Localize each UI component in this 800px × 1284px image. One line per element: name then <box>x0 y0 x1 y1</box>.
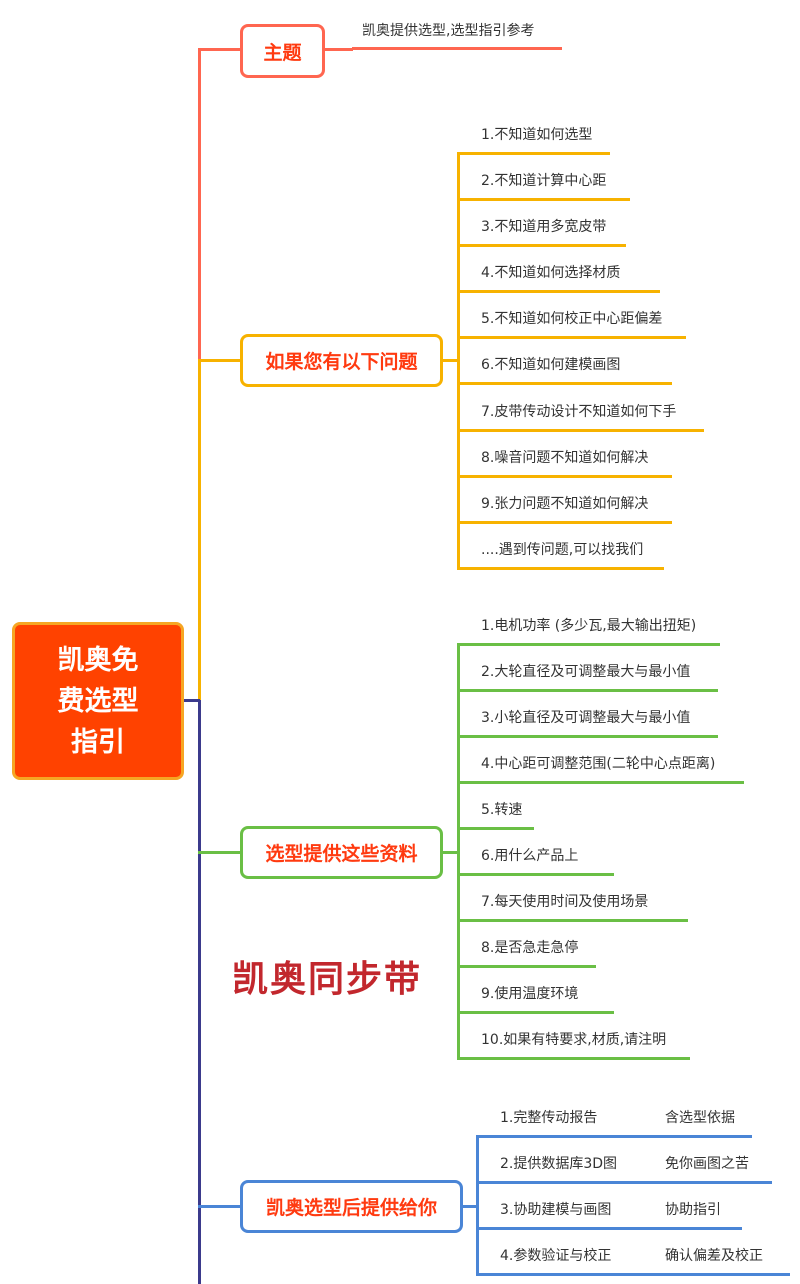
info-bracket <box>457 643 460 1060</box>
questions-item-underline <box>457 198 630 201</box>
topic-label: 选型提供这些资料 <box>265 843 418 865</box>
provide-item-underline <box>476 1273 790 1276</box>
questions-bracket <box>457 152 460 570</box>
info-item: 6.用什么产品上 <box>481 848 579 864</box>
provide-item: 4.参数验证与校正 <box>500 1248 612 1264</box>
spine-navy <box>198 700 201 1284</box>
questions-item: 2.不知道计算中心距 <box>481 173 607 189</box>
provide-item-note: 确认偏差及校正 <box>665 1248 763 1264</box>
provide-bracket <box>476 1135 479 1276</box>
central-topic[interactable]: 凯奥免费选型指引 <box>12 622 184 780</box>
questions-item-underline <box>457 475 672 478</box>
info-item: 4.中心距可调整范围(二轮中心点距离) <box>481 756 716 772</box>
center-line: 指引 <box>71 726 125 758</box>
connector-theme <box>198 48 240 51</box>
theme-connector <box>325 48 353 51</box>
info-item-underline <box>457 781 744 784</box>
connector-questions <box>198 359 240 362</box>
connector-info <box>198 851 240 854</box>
provide-item-note: 含选型依据 <box>665 1110 735 1126</box>
questions-item-underline <box>457 290 660 293</box>
info-item: 2.大轮直径及可调整最大与最小值 <box>481 664 691 680</box>
questions-item-underline <box>457 567 664 570</box>
questions-item-underline <box>457 152 610 155</box>
connector-center <box>184 699 200 702</box>
topic-provide[interactable]: 凯奥选型后提供给你 <box>240 1180 463 1233</box>
questions-item: 5.不知道如何校正中心距偏差 <box>481 311 663 327</box>
info-item-underline <box>457 873 614 876</box>
questions-item: 3.不知道用多宽皮带 <box>481 219 607 235</box>
info-item: 1.电机功率 (多少瓦,最大输出扭矩) <box>481 618 697 634</box>
info-item-underline <box>457 1057 690 1060</box>
info-bracket-connector <box>443 851 457 854</box>
info-item: 8.是否急走急停 <box>481 940 579 956</box>
provide-bracket-connector <box>463 1205 476 1208</box>
topic-label: 如果您有以下问题 <box>265 351 418 373</box>
info-item-underline <box>457 965 596 968</box>
info-item: 10.如果有特要求,材质,请注明 <box>481 1032 667 1048</box>
questions-item: 9.张力问题不知道如何解决 <box>481 496 649 512</box>
watermark-text: 凯奥同步带 <box>232 959 423 1000</box>
info-item-underline <box>457 735 718 738</box>
provide-item: 3.协助建模与画图 <box>500 1202 612 1218</box>
provide-item: 2.提供数据库3D图 <box>500 1156 618 1172</box>
questions-item: 8.噪音问题不知道如何解决 <box>481 450 649 466</box>
questions-item-underline <box>457 429 704 432</box>
connector-provide <box>198 1205 240 1208</box>
center-line: 费选型 <box>57 685 139 717</box>
topic-questions[interactable]: 如果您有以下问题 <box>240 334 443 387</box>
questions-item-underline <box>457 336 686 339</box>
info-item: 3.小轮直径及可调整最大与最小值 <box>481 710 691 726</box>
spine-orange <box>198 360 201 700</box>
provide-item: 1.完整传动报告 <box>500 1110 598 1126</box>
questions-item: 4.不知道如何选择材质 <box>481 265 621 281</box>
info-item: 7.每天使用时间及使用场景 <box>481 894 649 910</box>
topic-theme[interactable]: 主题 <box>240 24 325 78</box>
questions-bracket-connector <box>443 359 457 362</box>
provide-item-note: 免你画图之苦 <box>665 1156 749 1172</box>
info-item-underline <box>457 1011 614 1014</box>
provide-item-underline <box>476 1227 742 1230</box>
topic-label: 主题 <box>263 41 302 64</box>
provide-item-underline <box>476 1181 772 1184</box>
questions-item-underline <box>457 382 672 385</box>
questions-item: 6.不知道如何建模画图 <box>481 357 621 373</box>
center-line: 凯奥免 <box>57 644 139 676</box>
theme-note: 凯奥提供选型,选型指引参考 <box>362 23 535 39</box>
questions-item-underline <box>457 521 672 524</box>
topic-label: 凯奥选型后提供给你 <box>265 1197 437 1219</box>
provide-item-note: 协助指引 <box>665 1202 721 1218</box>
info-item-underline <box>457 919 688 922</box>
info-item: 9.使用温度环境 <box>481 986 579 1002</box>
topic-info[interactable]: 选型提供这些资料 <box>240 826 443 879</box>
info-item-underline <box>457 689 718 692</box>
info-item: 5.转速 <box>481 802 523 818</box>
info-item-underline <box>457 827 534 830</box>
questions-item-underline <box>457 244 626 247</box>
spine-red <box>198 48 201 360</box>
provide-item-underline <box>476 1135 752 1138</box>
theme-underline <box>352 47 562 50</box>
questions-item: 1.不知道如何选型 <box>481 127 593 143</box>
questions-item: 7.皮带传动设计不知道如何下手 <box>481 404 677 420</box>
info-item-underline <box>457 643 720 646</box>
questions-item: ....遇到传问题,可以找我们 <box>481 542 644 558</box>
